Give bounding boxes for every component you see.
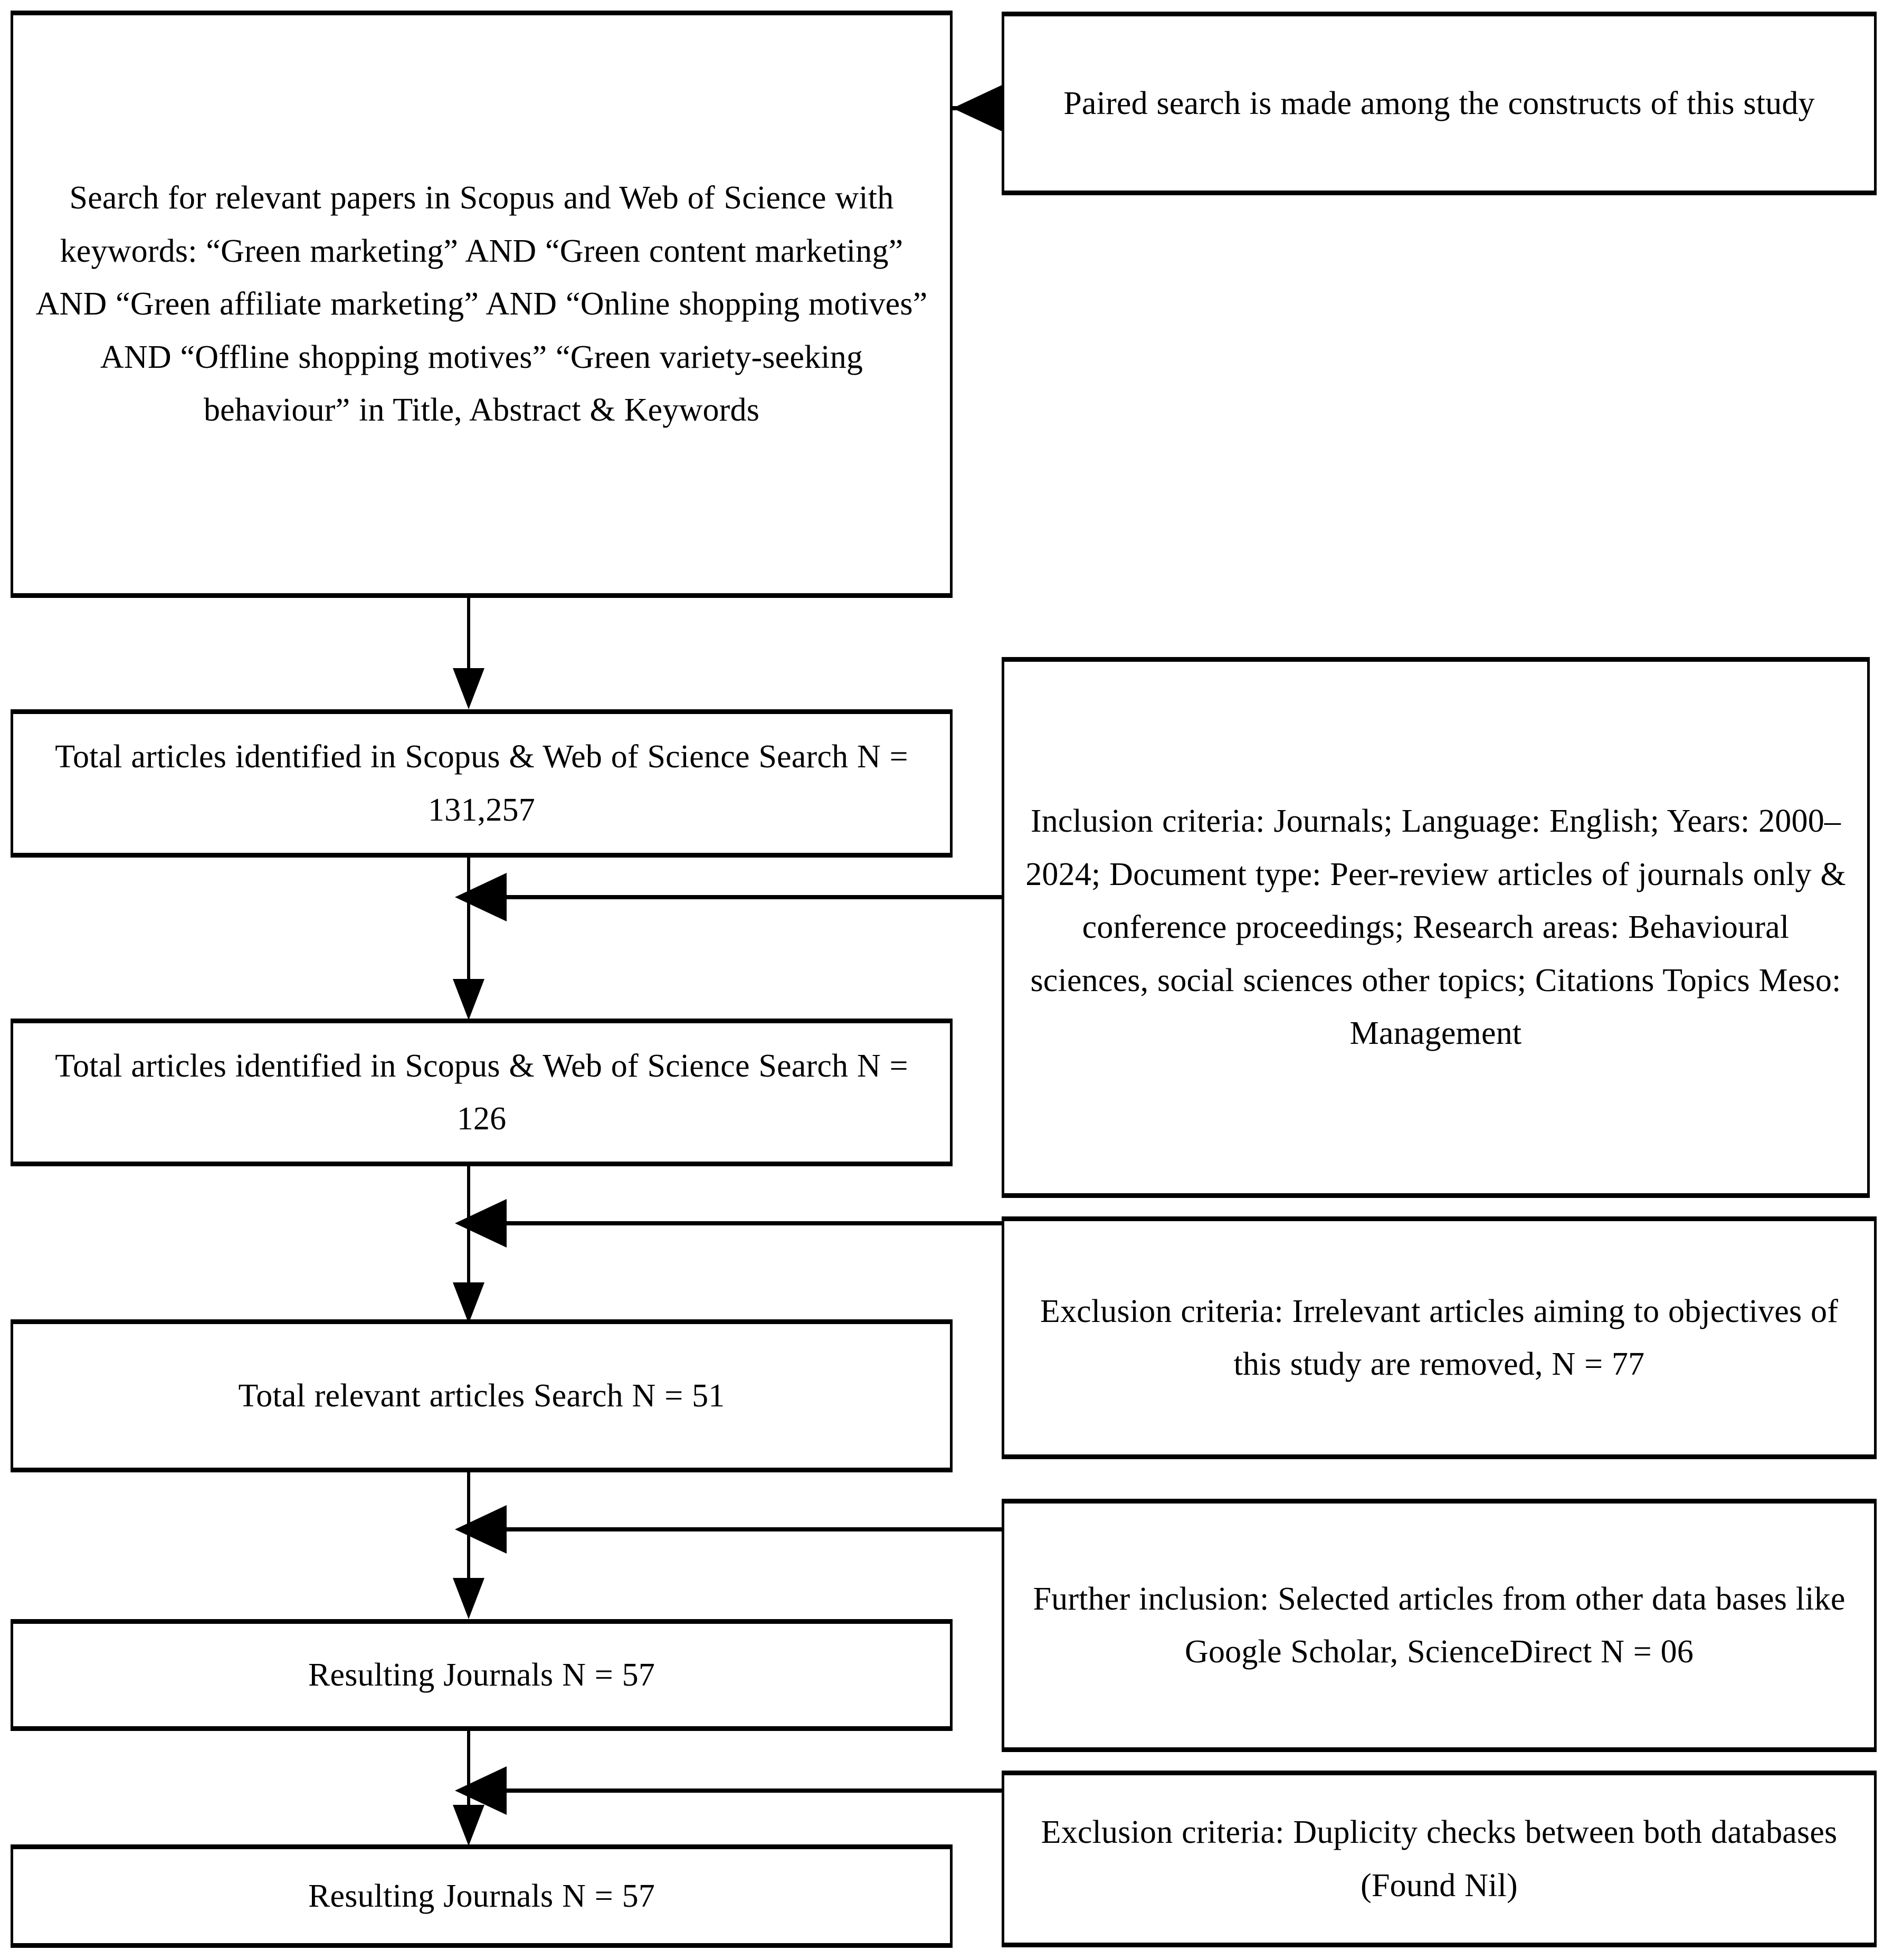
node-total-identified-131257-label: Total articles identified in Scopus & We… [55, 739, 908, 828]
node-total-identified-126: Total articles identified in Scopus & We… [11, 1019, 953, 1166]
node-paired-search: Paired search is made among the construc… [1002, 12, 1877, 195]
arrowhead-exclusion-irrelevant-to-flow [455, 1199, 507, 1248]
node-search-strategy: Search for relevant papers in Scopus and… [11, 11, 953, 598]
connector-search-to-total131257 [467, 598, 470, 672]
node-further-inclusion-label: Further inclusion: Selected articles fro… [1033, 1581, 1846, 1670]
node-total-identified-126-label: Total articles identified in Scopus & We… [55, 1048, 908, 1137]
node-total-identified-131257: Total articles identified in Scopus & We… [11, 709, 953, 858]
arrowhead-duplicity-to-flow [455, 1766, 507, 1815]
node-exclusion-criteria-irrelevant-label: Exclusion criteria: Irrelevant articles … [1040, 1293, 1839, 1382]
connector-further-inclusion-to-flow [470, 1527, 1003, 1531]
arrowhead-total126-to-relevant51 [453, 1282, 484, 1324]
node-further-inclusion: Further inclusion: Selected articles fro… [1002, 1499, 1877, 1752]
node-exclusion-criteria-duplicity-label: Exclusion criteria: Duplicity checks bet… [1041, 1814, 1838, 1904]
node-total-relevant-51: Total relevant articles Search N = 51 [11, 1319, 953, 1472]
connector-duplicity-to-flow [470, 1788, 1003, 1793]
node-inclusion-criteria-label: Inclusion criteria: Journals; Language: … [1025, 803, 1846, 1052]
arrowhead-further-inclusion-to-flow [455, 1505, 507, 1554]
node-resulting-journals-b: Resulting Journals N = 57 [11, 1844, 953, 1948]
arrowhead-relevant51-to-journals-a [453, 1578, 484, 1619]
connector-inclusion-to-flow [470, 895, 1003, 899]
arrowhead-search-to-total131257 [453, 668, 484, 709]
connector-exclusion-irrelevant-to-flow [470, 1221, 1003, 1225]
arrowhead-inclusion-to-flow [455, 873, 507, 921]
node-inclusion-criteria: Inclusion criteria: Journals; Language: … [1002, 657, 1870, 1198]
arrowhead-paired-to-search [953, 84, 1004, 132]
node-search-strategy-label: Search for relevant papers in Scopus and… [35, 180, 928, 429]
node-total-relevant-51-label: Total relevant articles Search N = 51 [238, 1377, 725, 1414]
node-exclusion-criteria-irrelevant: Exclusion criteria: Irrelevant articles … [1002, 1216, 1877, 1459]
node-paired-search-label: Paired search is made among the construc… [1063, 85, 1815, 121]
node-resulting-journals-a-label: Resulting Journals N = 57 [308, 1657, 655, 1693]
node-resulting-journals-a: Resulting Journals N = 57 [11, 1619, 953, 1731]
node-resulting-journals-b-label: Resulting Journals N = 57 [308, 1878, 655, 1914]
arrowhead-total131257-to-total126 [453, 979, 484, 1020]
node-exclusion-criteria-duplicity: Exclusion criteria: Duplicity checks bet… [1002, 1771, 1877, 1947]
